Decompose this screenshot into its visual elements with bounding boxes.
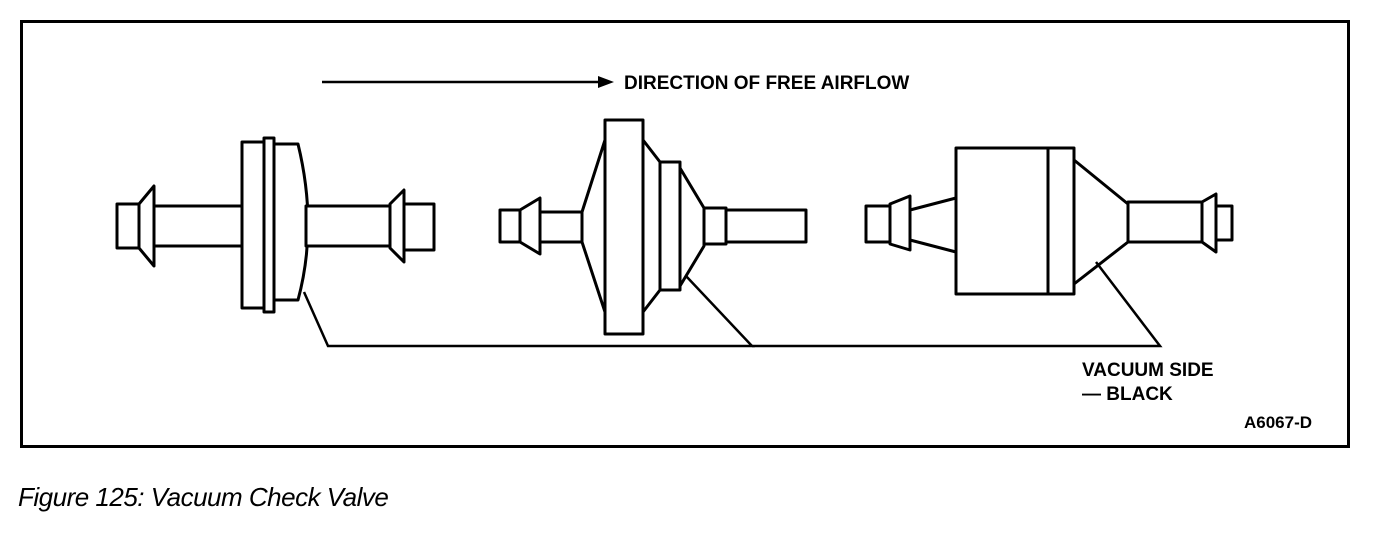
drawing-code: A6067-D xyxy=(1244,413,1312,432)
figure-frame xyxy=(20,20,1350,448)
check-valve-2 xyxy=(498,118,808,336)
vacuum-side-label: VACUUM SIDE xyxy=(1082,360,1214,381)
vacuum-side-leaders xyxy=(302,261,1163,348)
check-valve-3 xyxy=(864,146,1234,296)
airflow-arrow xyxy=(322,76,614,88)
figure-caption: Figure 125: Vacuum Check Valve xyxy=(18,482,389,512)
vacuum-color-label: — BLACK xyxy=(1082,384,1173,405)
airflow-label: DIRECTION OF FREE AIRFLOW xyxy=(624,73,909,94)
check-valve-1 xyxy=(115,136,436,314)
